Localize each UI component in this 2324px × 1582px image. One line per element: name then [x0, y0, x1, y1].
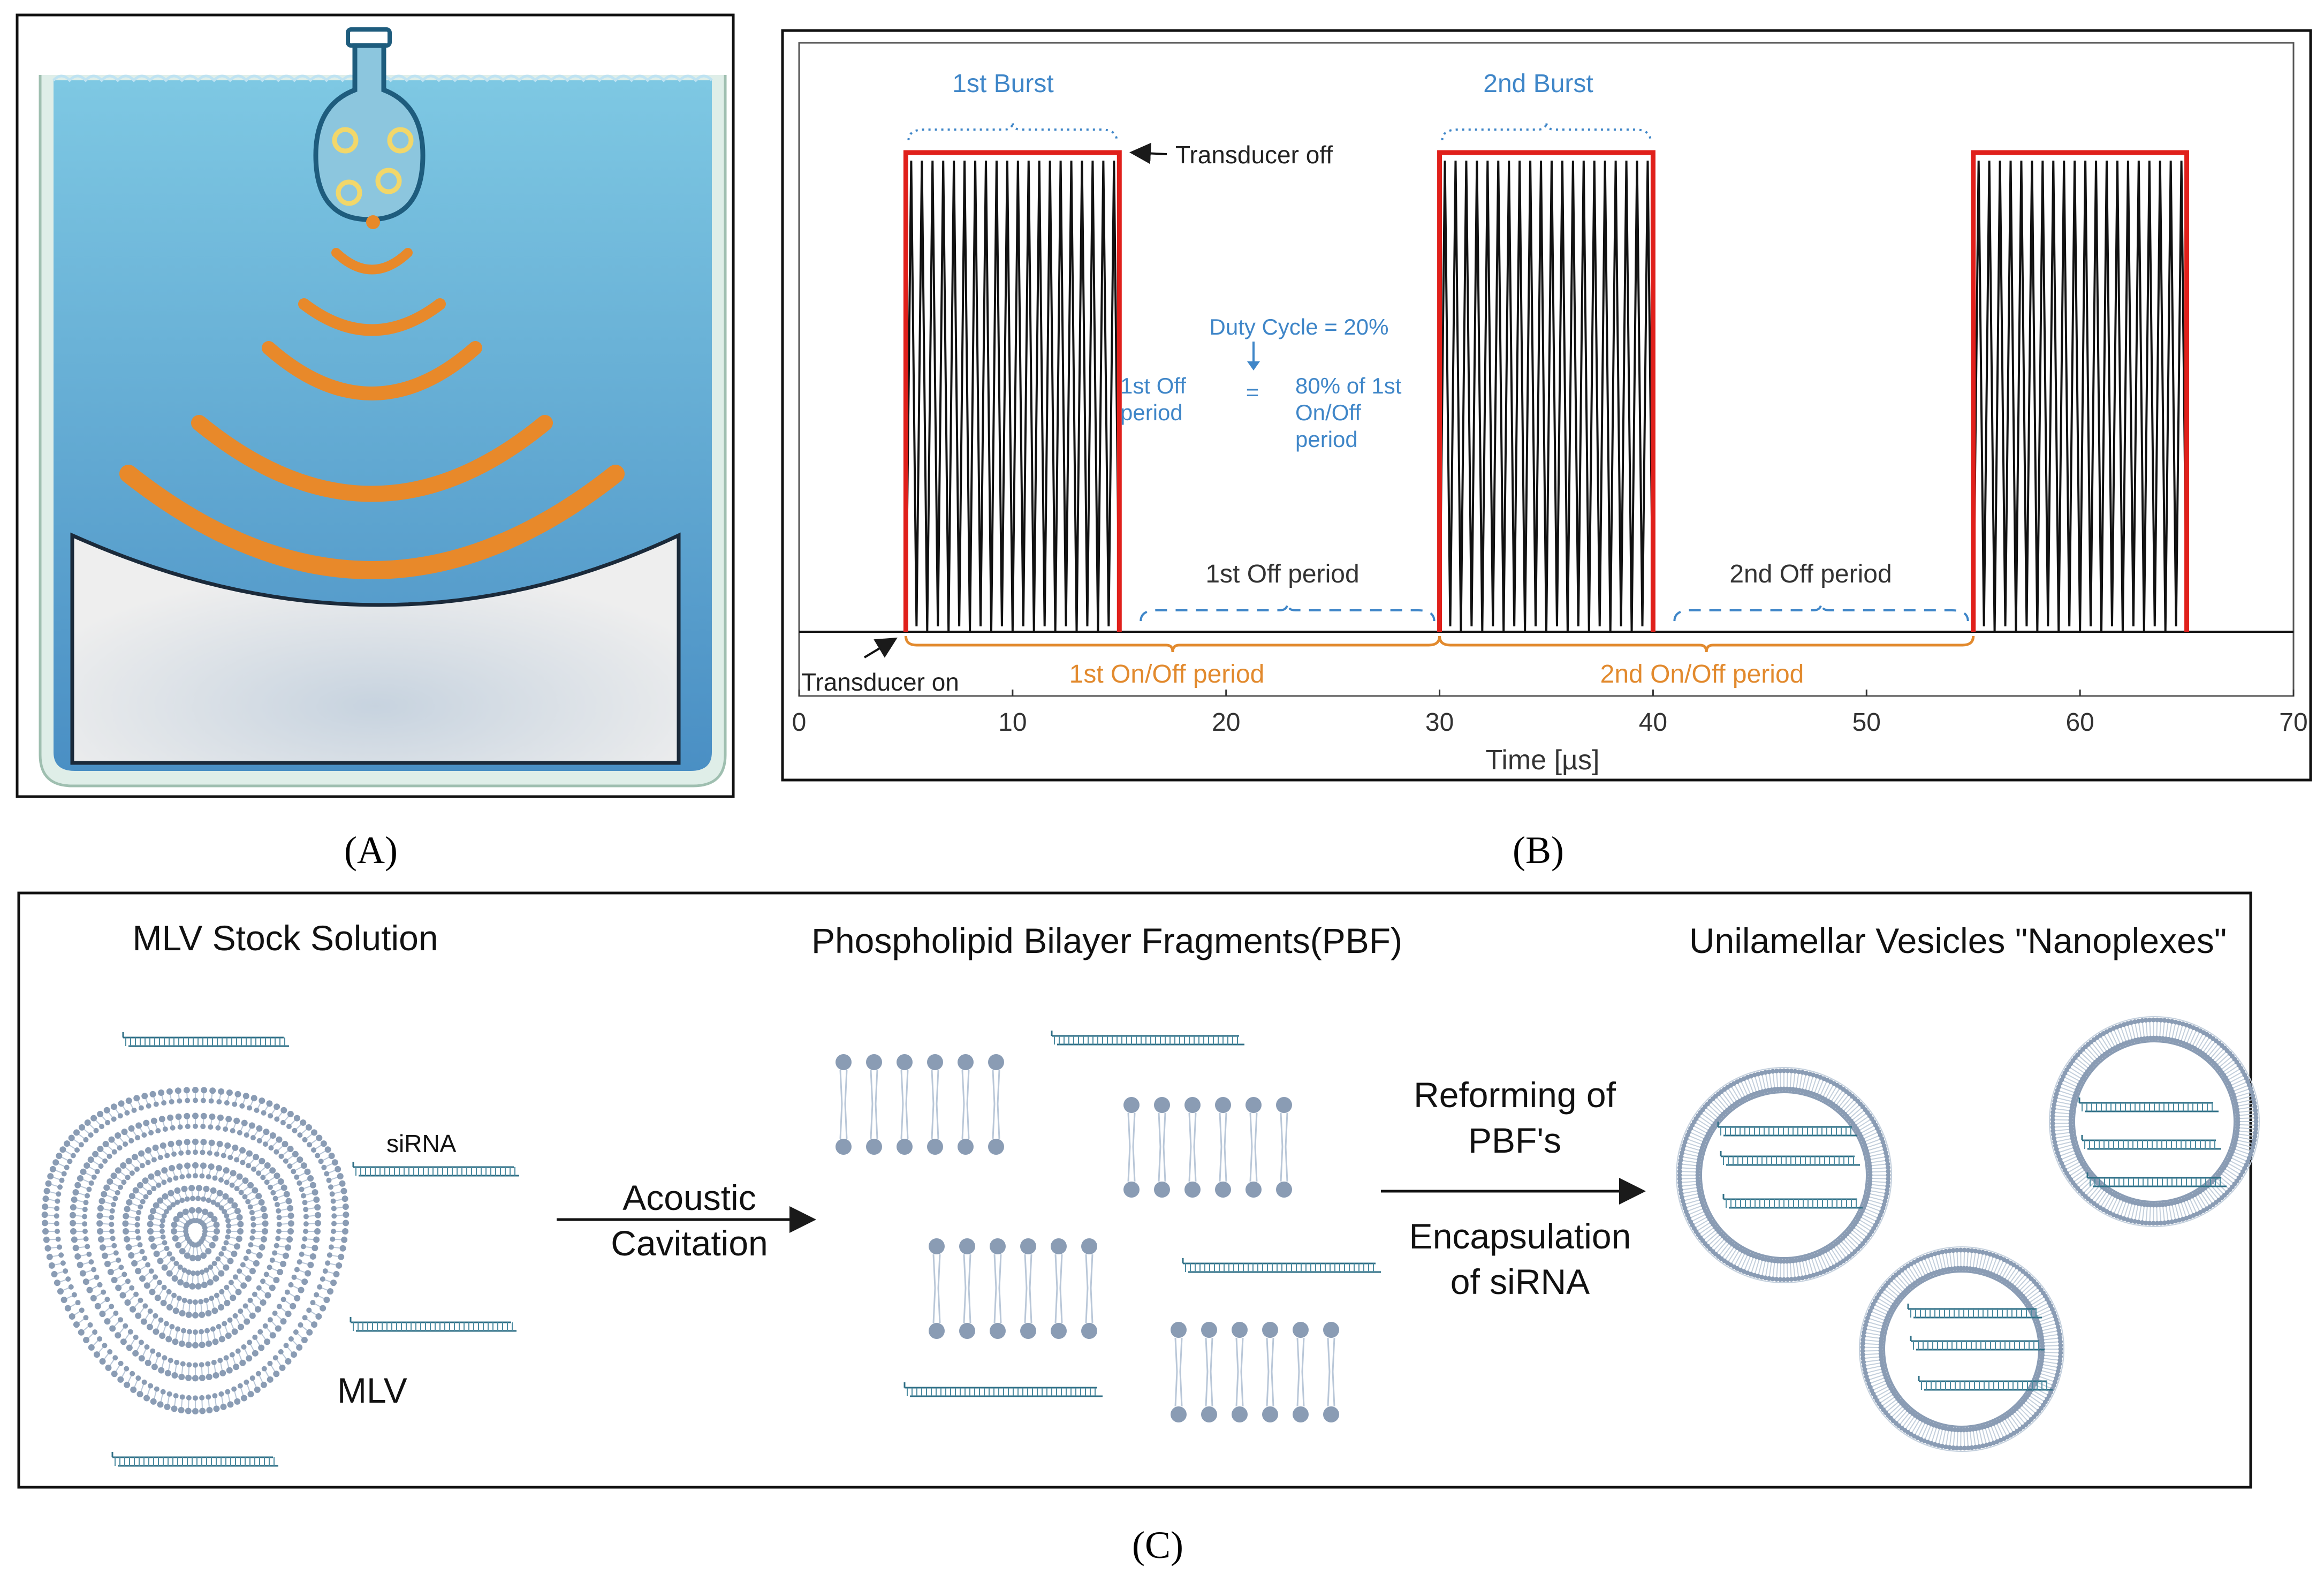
transducer-on-arrow: [863, 637, 898, 658]
sirna-label: siRNA: [386, 1130, 457, 1157]
first-off-label-b: period: [1120, 400, 1183, 425]
ultrasound-waves: [119, 248, 625, 579]
x-tick-label: 20: [1212, 708, 1240, 737]
panel-c-label: (C): [1132, 1524, 1183, 1566]
flask-icon: [313, 27, 426, 229]
encapsulation-label-1: Encapsulation: [1409, 1216, 1631, 1256]
sirna-strand: [1722, 1194, 1863, 1209]
burst-envelope-1: [903, 150, 1122, 632]
mlv-layer-6: [171, 1207, 220, 1261]
mlv-layer-1: [41, 1087, 350, 1414]
bilayer-fragment-4: [1171, 1322, 1339, 1422]
onoff-period-brace-2: [1438, 635, 1975, 653]
sirna-strand: [2086, 1172, 2227, 1187]
nanoplex-3: [1859, 1246, 2064, 1452]
equals-sign: =: [1246, 380, 1259, 405]
duty-cycle-arrowhead: [1247, 361, 1260, 370]
mlv-layer-2: [69, 1112, 322, 1382]
sirna-strand: [1918, 1376, 2053, 1391]
mlv-vesicle: [41, 1087, 350, 1414]
x-tick-label: 70: [2279, 708, 2307, 737]
panel-c: MLV Stock Solution Phospholipid Bilayer …: [17, 891, 2260, 1489]
sirna-strand: [903, 1382, 1103, 1397]
off1-label: 1st Off period: [1205, 560, 1359, 588]
sirna-strand: [1051, 1031, 1244, 1046]
x-tick-label: 40: [1639, 708, 1667, 737]
burst-oscillation-3: [1972, 160, 2188, 632]
x-tick-label: 50: [1852, 708, 1881, 737]
sirna-strand: [1717, 1122, 1857, 1137]
sirna-strand: [2081, 1135, 2221, 1150]
x-tick-label: 10: [998, 708, 1027, 737]
x-tick-label: 30: [1425, 708, 1454, 737]
pct-label-c: period: [1295, 427, 1358, 452]
encapsulation-label-2: of siRNA: [1450, 1262, 1590, 1301]
nanoplexes-title: Unilamellar Vesicles "Nanoplexes": [1689, 921, 2227, 960]
duty-cycle-label: Duty Cycle = 20%: [1210, 314, 1389, 339]
nanoplex-vesicles: [1676, 1016, 2260, 1452]
x-axis-label: Time [µs]: [1486, 745, 1600, 776]
pbf-title: Phospholipid Bilayer Fragments(PBF): [811, 921, 1402, 960]
off2-label: 2nd Off period: [1729, 560, 1892, 588]
mlv-stock-title: MLV Stock Solution: [132, 918, 438, 958]
bilayer-fragment-2: [1123, 1097, 1292, 1198]
burst-envelope-3: [1971, 150, 2190, 632]
sirna-strands: [111, 1031, 1381, 1467]
burst-brace-1: [907, 122, 1118, 141]
burst-brace-2: [1441, 122, 1652, 141]
transducer-off-label: Transducer off: [1175, 141, 1333, 169]
panel-b: 0 10 20 30 40 50 60 70 Time [µs] 1st Burst 2nd …: [781, 29, 2312, 782]
nanoplex-2: [2049, 1016, 2260, 1227]
chart-marks: [799, 122, 2293, 653]
panel-a: [16, 13, 735, 798]
bilayer-fragment-1: [836, 1054, 1004, 1155]
transducer-on-label: Transducer on: [801, 668, 959, 696]
mlv-label: MLV: [337, 1371, 407, 1410]
sirna-strand: [2078, 1097, 2219, 1112]
sirna-strand: [350, 1317, 517, 1332]
bilayer-fragments: [836, 1054, 1339, 1422]
reforming-label-1: Reforming of: [1414, 1075, 1616, 1115]
sirna-strand: [1910, 1336, 2045, 1351]
onoff2-label: 2nd On/Off period: [1600, 660, 1804, 688]
burst-oscillation-2: [1438, 160, 1654, 632]
mlv-layer-3: [96, 1138, 294, 1349]
burst-envelope-2: [1437, 150, 1655, 632]
transducer-off-arrow: [1129, 142, 1167, 164]
acoustic-label-1: Acoustic: [622, 1178, 756, 1217]
reforming-label-2: PBF's: [1468, 1121, 1561, 1160]
transducer: [70, 532, 681, 765]
x-tick-label: 0: [792, 708, 807, 737]
acoustic-label-2: Cavitation: [611, 1223, 768, 1263]
sirna-strand: [111, 1452, 278, 1467]
pct-label-b: On/Off: [1295, 400, 1361, 425]
sirna-strand: [1907, 1304, 2042, 1319]
burst2-label: 2nd Burst: [1483, 70, 1593, 98]
sirna-strand: [1720, 1151, 1860, 1166]
burst-oscillation-1: [905, 160, 1121, 632]
nanoplex-1: [1676, 1067, 1892, 1283]
x-axis: 0 10 20 30 40 50 60 70: [792, 690, 2308, 737]
pct-label-a: 80% of 1st: [1295, 373, 1402, 398]
sirna-strand: [122, 1032, 289, 1047]
x-tick-label: 60: [2065, 708, 2094, 737]
mlv-layer-5: [147, 1185, 244, 1290]
burst1-label: 1st Burst: [952, 70, 1053, 98]
first-off-label-a: 1st Off: [1120, 373, 1186, 398]
mlv-layer-4: [122, 1162, 269, 1319]
onoff1-label: 1st On/Off period: [1069, 660, 1265, 688]
panel-b-label: (B): [1513, 829, 1564, 872]
panel-a-label: (A): [344, 829, 398, 872]
sirna-strand: [1182, 1258, 1381, 1273]
bilayer-fragment-3: [929, 1238, 1097, 1339]
onoff-period-brace-1: [904, 635, 1441, 653]
sirna-strand: [352, 1162, 519, 1177]
